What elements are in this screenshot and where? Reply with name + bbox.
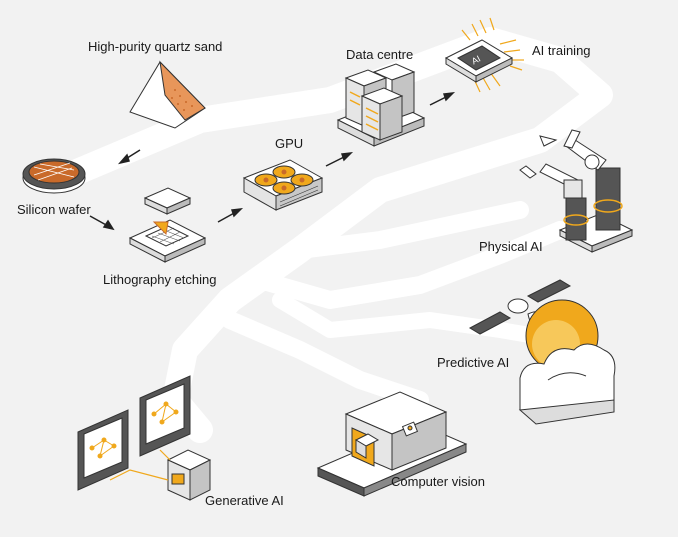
data-centre-icon [336,63,426,147]
label-gpu: GPU [275,136,304,151]
conveyor-camera-icon [316,391,468,497]
road-branch-vision [221,311,429,409]
road-main [57,27,613,443]
cloud-icon [518,343,616,425]
lithography-icon [128,187,207,263]
arrow-quartz-to-wafer [117,149,141,165]
label-quartz: High-purity quartz sand [88,39,223,54]
arrow-wafer-to-litho [89,215,115,231]
road-branch-predictive [251,221,569,309]
label-litho: Lithography etching [103,272,217,287]
label-predictive: Predictive AI [437,355,510,370]
label-physical: Physical AI [479,239,543,254]
arrow-datacentre-to-training [429,92,456,106]
silicon-wafer-icon [22,158,86,194]
arrow-gpu-to-datacentre [325,152,354,167]
label-wafer: Silicon wafer [17,202,91,217]
label-vision: Computer vision [391,474,485,489]
monitor-network-icon [77,375,191,491]
label-aitraining: AI training [532,43,591,58]
road-branch-lower [272,292,568,348]
chip-label: AI [470,54,482,67]
flow-arrows [89,92,456,231]
gpu-icon [242,159,324,211]
arrow-litho-to-gpu [217,208,244,223]
road-branch-physical [291,201,529,259]
ai-chip-icon: AI [444,17,524,93]
sand-pile-icon [129,60,206,129]
server-tower-icon [166,449,212,501]
robot-arm-icon [519,129,634,253]
label-generative: Generative AI [205,493,284,508]
generative-cables [109,449,171,481]
road-network [57,27,613,443]
gpu-fans [254,165,314,195]
label-datacentre: Data centre [346,47,414,62]
